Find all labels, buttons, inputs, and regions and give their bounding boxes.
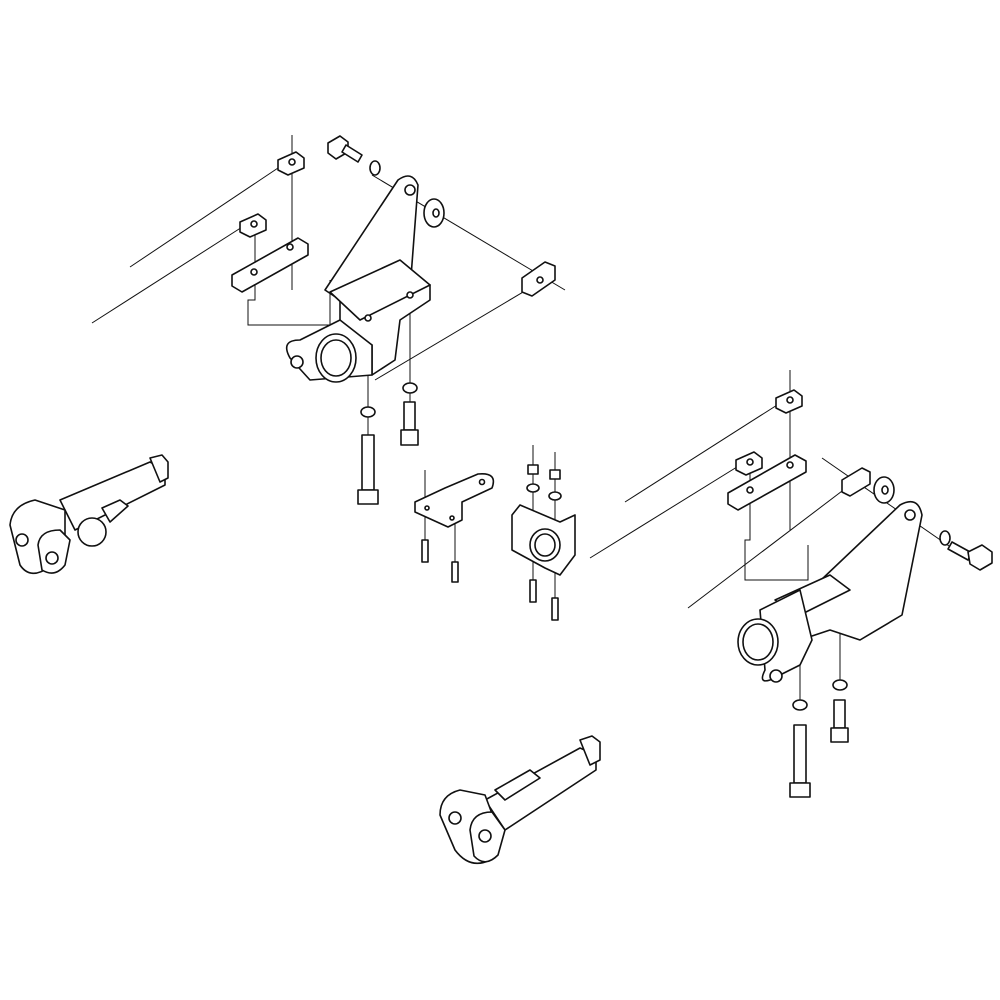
left-mounting-bracket-assembly (91, 135, 566, 505)
spacer-plate (231, 237, 309, 293)
short-bolt (400, 401, 419, 446)
clamp-plate-upper (277, 151, 305, 176)
screw-1 (421, 539, 429, 563)
tow-bar-pin-bottom (439, 735, 601, 865)
receiver-tube (285, 319, 373, 383)
hex-bolt-top (327, 135, 381, 176)
hex-bolt (939, 530, 993, 571)
lock-washer-2 (832, 679, 848, 691)
center-socket-bracket (511, 445, 576, 621)
screw-2 (551, 597, 559, 621)
long-bolt (357, 434, 379, 505)
nut-2 (549, 469, 561, 480)
receiver-tube (737, 589, 813, 683)
lock-washer-1 (792, 699, 808, 711)
clamp-plate-lower (735, 451, 763, 476)
washer-large (423, 198, 445, 228)
center-flat-bracket (414, 470, 495, 583)
screw-2 (451, 561, 459, 583)
clamp-plate-upper (775, 389, 803, 414)
right-mounting-bracket-assembly (589, 370, 993, 798)
clamp-plate-lower (239, 213, 267, 238)
nut-plate (841, 467, 871, 497)
washer-large (873, 476, 895, 504)
tow-bar-pin-left (9, 454, 169, 575)
screw-1 (529, 579, 537, 603)
nut-plate-right (521, 261, 556, 297)
short-bolt (830, 699, 849, 743)
lock-washer-2 (402, 382, 418, 394)
long-bolt (789, 724, 811, 798)
spacer-plate (727, 454, 807, 511)
lock-washer-1 (360, 406, 376, 418)
nut-1 (527, 464, 539, 475)
